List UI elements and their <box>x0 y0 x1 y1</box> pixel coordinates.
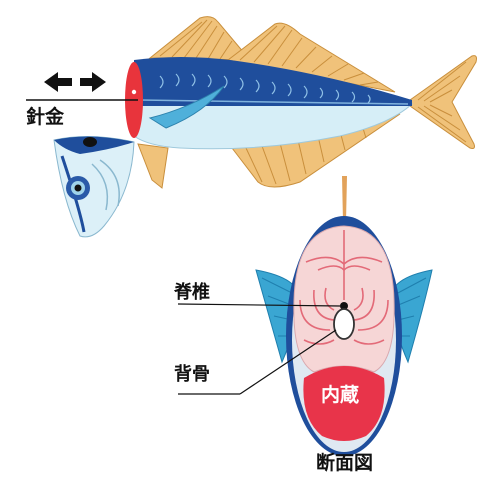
leader-spine <box>177 303 341 307</box>
section-title: 断面図 <box>316 452 374 474</box>
label-organs: 内蔵 <box>321 384 360 406</box>
arrow-right-icon <box>80 72 106 92</box>
fish-head <box>53 135 135 238</box>
spinal-cord <box>340 302 348 310</box>
tail-fin <box>409 55 477 149</box>
pelvic-fin <box>137 143 169 189</box>
anal-fin <box>231 113 401 188</box>
organ-region <box>303 366 385 441</box>
label-spine: 脊椎 <box>174 282 210 303</box>
dorsal-spike <box>342 176 347 222</box>
arrow-left-icon <box>44 72 72 92</box>
fish-belly <box>133 103 414 150</box>
dorsal-fin-rear <box>226 22 396 93</box>
scale-markings <box>159 73 371 104</box>
label-backbone: 背骨 <box>174 364 210 385</box>
cross-section <box>177 176 433 456</box>
label-wire: 針金 <box>26 106 65 128</box>
dorsal-fin-front <box>148 16 252 61</box>
backbone <box>333 308 355 340</box>
fish-side-view <box>26 16 477 238</box>
lateral-line <box>139 99 409 105</box>
muscle-lines <box>299 230 389 345</box>
fish-back <box>134 57 412 106</box>
side-pectoral-fin <box>148 85 225 129</box>
